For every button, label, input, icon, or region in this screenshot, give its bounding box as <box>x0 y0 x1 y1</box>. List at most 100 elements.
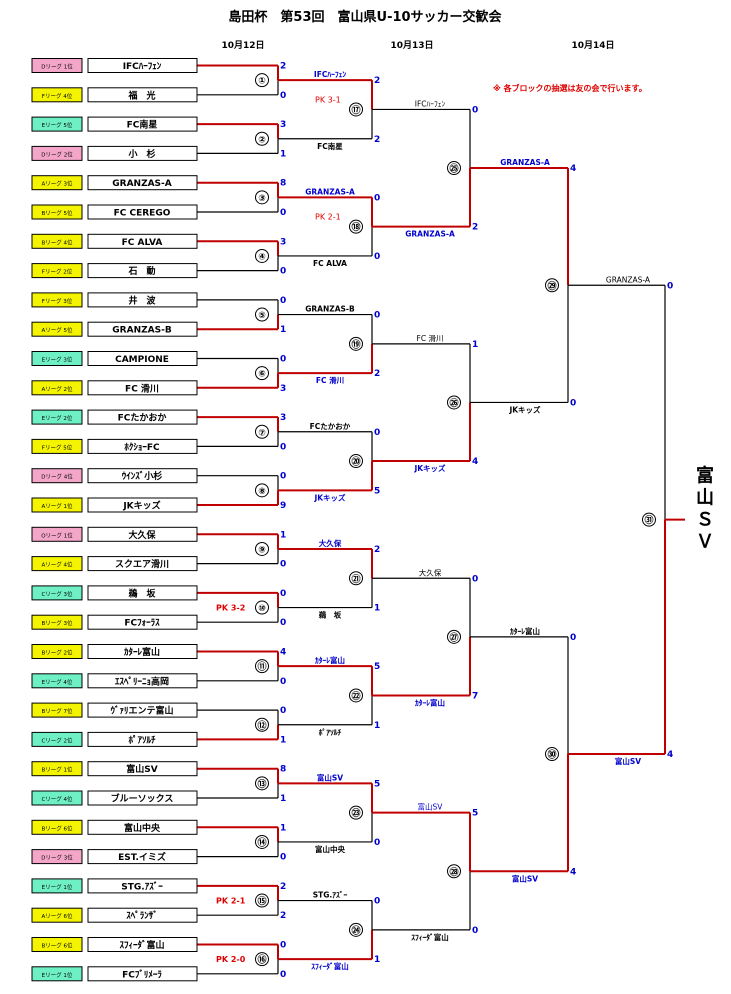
lottery-notice: ※ 各ブロックの抽選は友の会で行います。 <box>493 83 647 93</box>
league-tag: Eリーグ 5位 <box>42 121 73 129</box>
advancing-team: FC 滑川 <box>316 375 344 385</box>
team-box <box>87 263 198 279</box>
league-tag-box <box>31 292 83 308</box>
league-tag: Cリーグ 3位 <box>41 590 73 598</box>
league-tag: Aリーグ 2位 <box>41 385 73 393</box>
advancing-team: FC 滑川 <box>417 333 444 343</box>
league-tag: Dリーグ 1位 <box>41 63 73 71</box>
advancing-team: ﾎﾟｱｿﾙﾁ <box>319 727 342 737</box>
score: 0 <box>472 926 478 936</box>
team-box <box>87 878 198 894</box>
score: 0 <box>280 589 286 599</box>
score: 0 <box>280 208 286 218</box>
league-tag: Aリーグ 6位 <box>41 912 73 920</box>
league-tag-box <box>31 526 83 542</box>
team-box <box>87 380 198 396</box>
team-name: ﾎｸｼｮｰFC <box>124 442 160 453</box>
team-box <box>87 761 198 777</box>
champion-char: 富 <box>696 465 714 487</box>
match-number: ⑮ <box>257 895 266 907</box>
date-day2: 10月13日 <box>390 40 433 51</box>
league-tag: Eリーグ 1位 <box>42 971 73 979</box>
score: 1 <box>280 325 286 335</box>
league-tag-box <box>31 585 83 601</box>
match-number-circle <box>255 659 269 674</box>
team-name: JKキッズ <box>122 500 160 512</box>
league-tag-box <box>31 819 83 835</box>
match-number: ㉓ <box>351 807 360 819</box>
league-tag: Eリーグ 2位 <box>42 414 73 422</box>
team-name: 福 光 <box>127 89 155 101</box>
match-number-circle <box>255 776 269 791</box>
match-number-circle <box>255 307 269 322</box>
advancing-team: ｶﾀｰﾚ富山 <box>510 626 540 636</box>
advancing-team: GRANZAS-A <box>500 158 550 167</box>
team-box <box>87 937 198 952</box>
league-tag-box <box>31 614 83 630</box>
match-number: ㉑ <box>351 573 360 585</box>
match-number: ㉔ <box>351 924 360 936</box>
league-tag: Bリーグ 7位 <box>41 707 73 715</box>
team-name: ブルーソックス <box>111 793 174 805</box>
league-tag: Bリーグ 4位 <box>41 238 73 246</box>
score: 0 <box>374 193 380 203</box>
league-tag: Eリーグ 4位 <box>42 678 73 686</box>
team-name: ｶﾀｰﾚ富山 <box>124 646 160 658</box>
match-number-circle <box>349 805 363 820</box>
league-tag-box <box>31 907 83 923</box>
team-box <box>87 321 198 337</box>
match-number-circle <box>255 131 269 146</box>
match-number-circle <box>545 747 559 762</box>
team-box <box>87 145 198 161</box>
match-number-circle <box>642 512 656 527</box>
team-name: ﾎﾟｱｿﾙﾁ <box>128 734 156 746</box>
champion-char: 山 <box>696 488 714 509</box>
score: 3 <box>280 384 286 394</box>
team-name: 石 動 <box>127 265 155 277</box>
score: 5 <box>472 809 478 819</box>
team-name: スクエア滑川 <box>115 558 169 570</box>
team-box <box>87 526 198 542</box>
league-tag: Bリーグ 3位 <box>41 619 73 627</box>
team-name: 富山SV <box>126 763 157 775</box>
team-box <box>87 116 198 132</box>
league-tag-box <box>31 233 83 249</box>
match-number-circle <box>447 161 461 176</box>
match-number: ㉒ <box>351 690 360 702</box>
match-number-circle <box>545 278 559 293</box>
score: 1 <box>280 823 286 833</box>
match-number-circle <box>255 483 269 498</box>
league-tag-box <box>31 497 83 513</box>
league-tag: Fリーグ 3位 <box>42 297 73 305</box>
score: 1 <box>280 530 286 540</box>
team-box <box>87 585 198 601</box>
score: 0 <box>570 398 576 408</box>
team-box <box>87 966 198 982</box>
match-number: ⑦ <box>258 428 266 438</box>
match-number: ㉖ <box>449 397 458 409</box>
match-number-circle <box>255 190 269 205</box>
team-box <box>87 556 198 572</box>
match-number: ㉙ <box>547 280 556 292</box>
match-number: ⑭ <box>257 836 266 848</box>
advancing-team: JKキッズ <box>508 404 541 414</box>
score: 1 <box>280 149 286 159</box>
match-number: ⑧ <box>258 487 266 497</box>
score: 4 <box>570 867 576 877</box>
score: 0 <box>374 428 380 438</box>
team-name: FC CEREGO <box>114 209 171 219</box>
league-tag: Bリーグ 2位 <box>41 649 73 657</box>
league-tag-box <box>31 790 83 806</box>
score: 0 <box>374 311 380 321</box>
match-number: ㉕ <box>449 163 458 175</box>
champion-char: Ｖ <box>696 532 714 553</box>
finalist: 富山SV <box>615 756 641 766</box>
pk-result: PK 3-1 <box>315 95 341 104</box>
league-tag: Eリーグ 1位 <box>42 883 73 891</box>
league-tag: Bリーグ 6位 <box>41 942 73 950</box>
team-box <box>87 204 198 220</box>
league-tag: Aリーグ 3位 <box>41 180 73 188</box>
score: 2 <box>374 369 380 379</box>
team-box <box>87 731 198 747</box>
